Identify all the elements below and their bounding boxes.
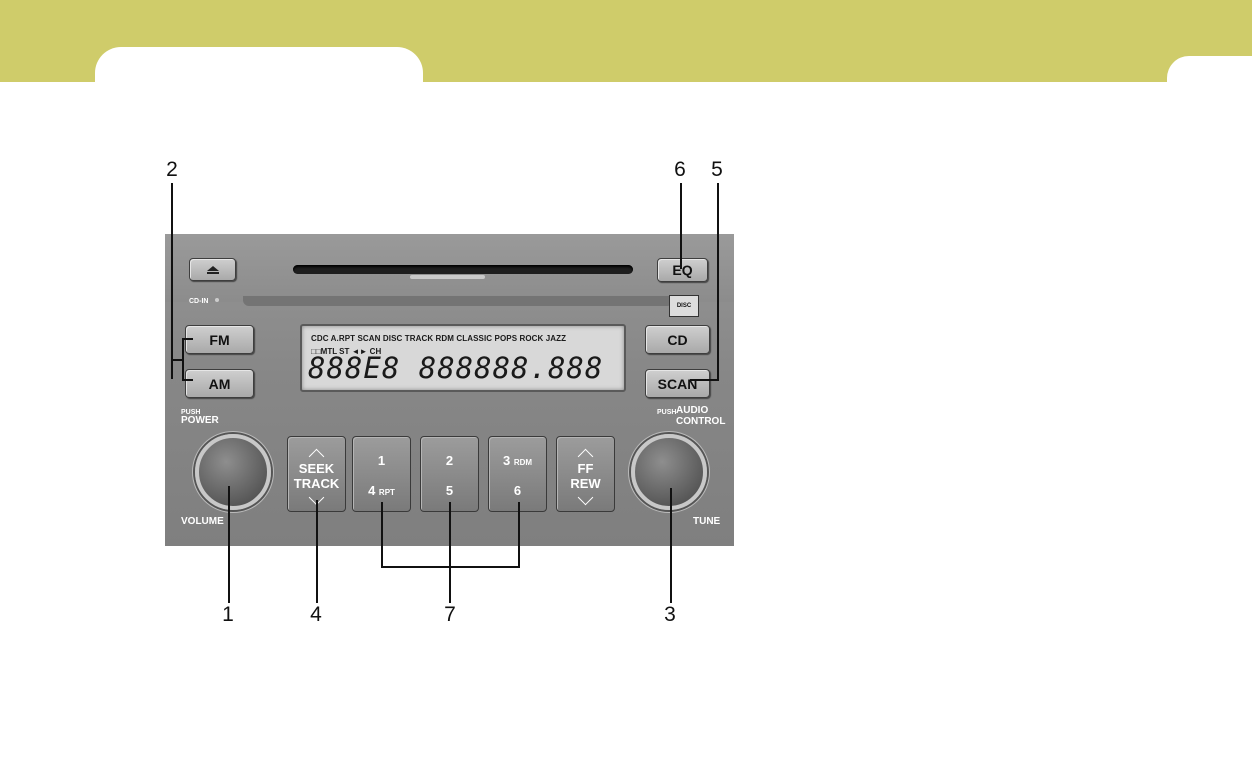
leader-join-2 xyxy=(171,359,183,361)
leader-line-2 xyxy=(171,183,173,379)
cd-in-led-icon xyxy=(215,298,219,302)
leader-line-7 xyxy=(449,502,451,603)
tune-label: TUNE xyxy=(693,517,720,527)
preset-3-6-button[interactable]: 3 RDM 6 xyxy=(488,436,547,512)
preset-2-label: 2 xyxy=(421,454,478,468)
preset-1-label: 1 xyxy=(353,454,410,468)
ff-label: FF xyxy=(557,462,614,476)
tune-knob[interactable] xyxy=(631,434,707,510)
fm-button[interactable]: FM xyxy=(185,325,254,354)
preset-1-4-button[interactable]: 1 4 RPT xyxy=(352,436,411,512)
slot-ridge xyxy=(243,296,673,306)
cd-button[interactable]: CD xyxy=(645,325,710,354)
lcd-display: CDC A.RPT SCAN DISC TRACK RDM CLASSIC PO… xyxy=(300,324,626,392)
callout-7: 7 xyxy=(435,603,465,627)
push-label-right: PUSH xyxy=(657,408,676,418)
leader-preset-right xyxy=(518,502,520,568)
radio-faceplate: EQ CD-IN DISC FM AM CD SCAN CDC A.RPT SC… xyxy=(165,234,734,546)
eq-button[interactable]: EQ xyxy=(657,258,708,282)
lcd-indicators-top: CDC A.RPT SCAN DISC TRACK RDM CLASSIC PO… xyxy=(311,334,566,343)
leader-line-5 xyxy=(717,183,719,381)
leader-bracket-7 xyxy=(381,566,520,568)
preset-3-label: 3 RDM xyxy=(489,454,546,470)
scan-button[interactable]: SCAN xyxy=(645,369,710,398)
leader-preset-left xyxy=(381,502,383,568)
seek-label: SEEK xyxy=(288,462,345,476)
callout-6: 6 xyxy=(665,158,695,182)
chevron-down-icon xyxy=(578,490,594,506)
volume-label: VOLUME xyxy=(181,517,224,527)
callout-5: 5 xyxy=(702,158,732,182)
cd-in-indicator-label: CD-IN xyxy=(189,298,208,305)
preset-2-5-button[interactable]: 2 5 xyxy=(420,436,479,512)
leader-line-6 xyxy=(680,183,682,269)
eject-button[interactable] xyxy=(189,258,236,281)
cd-slot xyxy=(293,265,633,274)
preset-6-label: 6 xyxy=(489,484,546,498)
power-label: POWER xyxy=(181,416,219,426)
callout-1: 1 xyxy=(213,603,243,627)
leader-tick-am xyxy=(182,379,193,381)
am-button[interactable]: AM xyxy=(185,369,254,398)
lcd-segment-digits: 888E8 888888.888 xyxy=(308,351,603,385)
callout-4: 4 xyxy=(301,603,331,627)
audio-label: AUDIO xyxy=(676,406,708,416)
compact-disc-logo-icon: DISC xyxy=(669,295,699,317)
eject-icon xyxy=(207,266,219,274)
leader-line-3 xyxy=(670,488,672,603)
preset-5-label: 5 xyxy=(421,484,478,498)
callout-2: 2 xyxy=(157,158,187,182)
header-tab-right xyxy=(1167,56,1252,86)
preset-4-label: 4 RPT xyxy=(353,484,410,500)
header-tab-left xyxy=(95,47,423,87)
leader-tick-scan xyxy=(690,379,719,381)
ff-rew-button[interactable]: FF REW xyxy=(556,436,615,512)
leader-tick-fm xyxy=(182,338,193,340)
leader-line-1 xyxy=(228,486,230,603)
control-label: CONTROL xyxy=(676,417,725,427)
callout-3: 3 xyxy=(655,603,685,627)
leader-line-4 xyxy=(316,500,318,603)
volume-knob[interactable] xyxy=(195,434,271,510)
cd-slot-lip xyxy=(410,275,485,279)
